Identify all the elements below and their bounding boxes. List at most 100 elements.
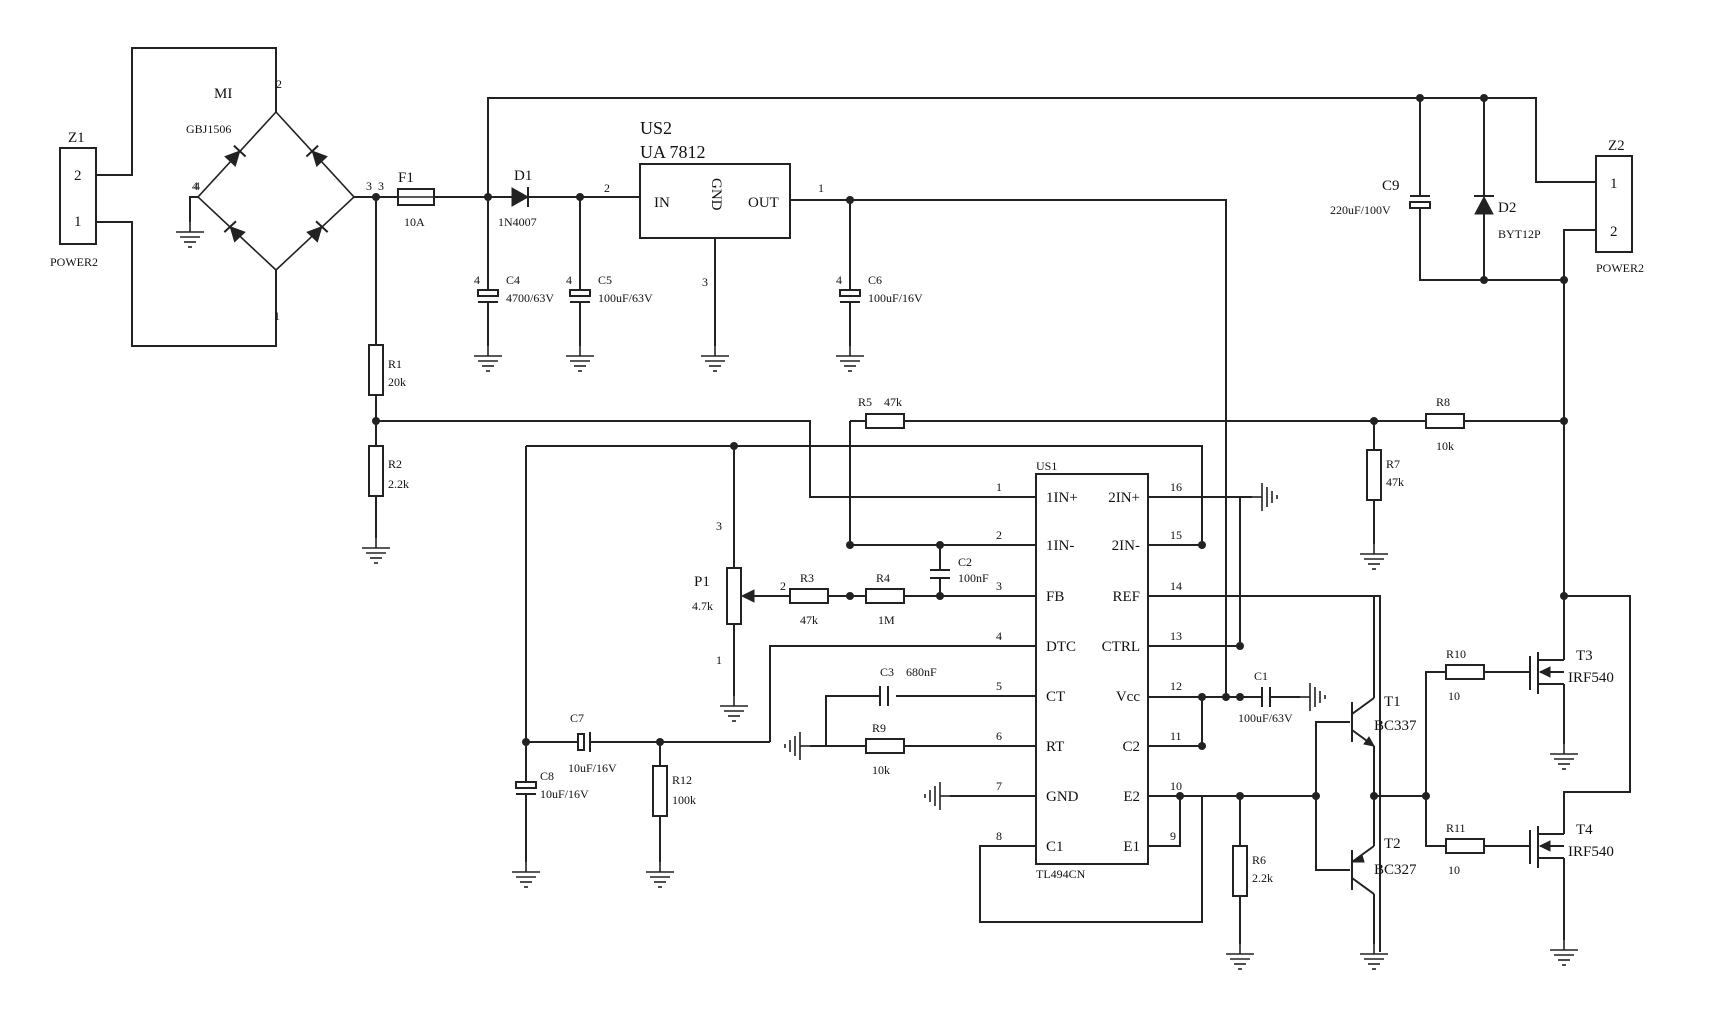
junction-dot (1236, 693, 1244, 701)
r7-value: 47k (1386, 475, 1404, 489)
z1-type: POWER2 (50, 255, 98, 269)
capacitor-c2: C2 100nF (930, 555, 989, 585)
t1-ref: T1 (1384, 694, 1401, 710)
ic-pin-number: 10 (1170, 779, 1182, 793)
bridge-ref: MI (214, 86, 232, 102)
r4-value: 1M (878, 613, 895, 627)
resistor-r10: R10 10 (1445, 647, 1485, 703)
r6-value: 2.2k (1252, 871, 1273, 885)
c6-ref: C6 (868, 273, 882, 287)
us2-pin-out: 1 (818, 181, 824, 195)
junction-dot (1416, 94, 1424, 102)
junction-dot (1560, 592, 1568, 600)
r10-ref: R10 (1446, 647, 1466, 661)
junction-dots (372, 94, 1568, 800)
junction-dot (730, 442, 738, 450)
ic-pin-number: 3 (996, 579, 1002, 593)
d1-part: 1N4007 (498, 215, 537, 229)
junction-dot (1422, 792, 1430, 800)
r11-ref: R11 (1446, 821, 1466, 835)
resistor-r2: R2 2.2k (368, 445, 409, 497)
ic-pin-name: E1 (1123, 839, 1140, 855)
junction-dot (484, 193, 492, 201)
r8-ref: R8 (1436, 395, 1450, 409)
c4-value: 4700/63V (506, 291, 554, 305)
resistor-r6: R6 2.2k (1232, 845, 1273, 897)
c5-ref: C5 (598, 273, 612, 287)
ic-pin-number: 6 (996, 729, 1002, 743)
ic-part: TL494CN (1036, 867, 1086, 881)
junction-dot (1312, 792, 1320, 800)
junction-dot (846, 541, 854, 549)
r3-ref: R3 (800, 571, 814, 585)
ic-pin-name: 2IN+ (1108, 490, 1140, 506)
ic-pin-name: C1 (1046, 839, 1064, 855)
junction-dot (1198, 541, 1206, 549)
resistor-r9: R9 10k (865, 721, 905, 777)
z1-pin-top: 2 (74, 168, 82, 184)
resistor-r12: R12 100k (652, 765, 696, 817)
junction-dot (1236, 792, 1244, 800)
ic-pin-name: DTC (1046, 639, 1076, 655)
junction-dot (846, 592, 854, 600)
bridge-gnd-pin-4: 4 (192, 179, 198, 193)
junction-dot (1370, 417, 1378, 425)
c6-value: 100uF/16V (868, 291, 923, 305)
junction-dot (1198, 742, 1206, 750)
capacitor-c4: 4 C4 4700/63V (474, 273, 554, 305)
ic-pin-name: CTRL (1102, 639, 1140, 655)
junction-dot (1560, 417, 1568, 425)
us2-out-label: OUT (748, 195, 779, 211)
ic-pin-number: 13 (1170, 629, 1182, 643)
r6-ref: R6 (1252, 853, 1266, 867)
c3-ref: C3 (880, 665, 894, 679)
bridge-part: GBJ1506 (186, 122, 231, 136)
capacitor-c7: C7 10uF/16V (568, 711, 617, 775)
z2-pin-bottom: 2 (1610, 224, 1618, 240)
ic-pin-number: 15 (1170, 528, 1182, 542)
us2-ref: US2 (640, 118, 672, 138)
junction-dot (1236, 642, 1244, 650)
t4-part: IRF540 (1568, 844, 1614, 860)
ic-pin-name: 1IN- (1046, 538, 1074, 554)
c1-value: 100uF/63V (1238, 711, 1293, 725)
r7-ref: R7 (1386, 457, 1400, 471)
c2-value: 100nF (958, 571, 989, 585)
c2-ref: C2 (958, 555, 972, 569)
capacitor-c9: C9 220uF/100V (1330, 178, 1431, 217)
c9-value: 220uF/100V (1330, 203, 1391, 217)
resistor-r4: R4 1M (865, 571, 905, 627)
capacitor-c8: C8 10uF/16V (515, 769, 589, 801)
c7-value: 10uF/16V (568, 761, 617, 775)
d1-ref: D1 (514, 168, 532, 184)
z2-pin-top: 1 (1610, 176, 1618, 192)
ic-pin-name: 1IN+ (1046, 490, 1078, 506)
junction-dot (1560, 276, 1568, 284)
d2-ref: D2 (1498, 200, 1516, 216)
junction-dot (372, 417, 380, 425)
bridge-pin-top: 2 (276, 77, 282, 91)
c7-ref: C7 (570, 711, 584, 725)
resistor-r8: R8 10k (1425, 395, 1465, 453)
us2-in-label: IN (654, 195, 670, 211)
capacitor-c6: 4 C6 100uF/16V (836, 273, 923, 305)
ic-pin-name: 2IN- (1112, 538, 1140, 554)
ic-pin-number: 1 (996, 480, 1002, 494)
capacitor-c5: 4 C5 100uF/63V (566, 273, 653, 305)
ic-pin-number: 2 (996, 528, 1002, 542)
junction-dot (1198, 693, 1206, 701)
p1-pin-wiper: 2 (780, 579, 786, 593)
d2-part: BYT12P (1498, 227, 1541, 241)
ic-pin-name: CT (1046, 689, 1065, 705)
ic-pin-name: E2 (1123, 789, 1140, 805)
capacitor-c3: C3 680nF (879, 665, 937, 706)
r12-value: 100k (672, 793, 696, 807)
t4-ref: T4 (1576, 822, 1593, 838)
junction-dot (656, 738, 664, 746)
junction-dot (1176, 792, 1184, 800)
potentiometer-p1: P1 4.7k 3 2 1 (692, 519, 786, 667)
t3-ref: T3 (1576, 648, 1593, 664)
us2-pin-gnd: 3 (702, 275, 708, 289)
r4-ref: R4 (876, 571, 890, 585)
ic-tl494: US1 TL494CN 11IN+21IN-3FB4DTC5CT6RT7GND8… (996, 459, 1182, 881)
